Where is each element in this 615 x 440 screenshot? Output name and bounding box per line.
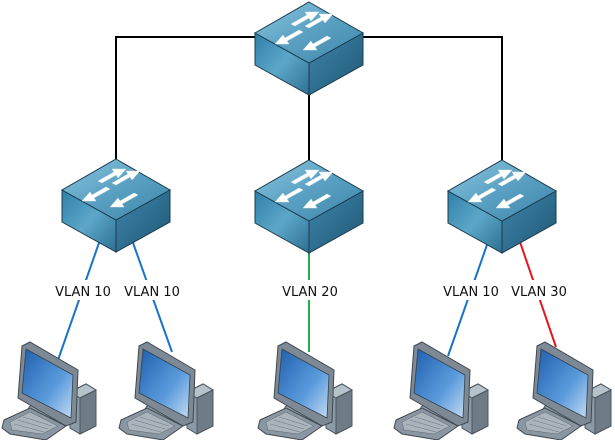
trunk-link-left <box>115 36 256 160</box>
trunk-links <box>115 36 503 162</box>
core-switch-icon[interactable] <box>254 1 364 96</box>
trunk-link-right <box>362 36 503 160</box>
computer-icon[interactable] <box>257 341 353 440</box>
switch-icon[interactable] <box>61 158 171 253</box>
vlan-label: VLAN 20 <box>282 285 338 300</box>
vlan-label: VLAN 30 <box>511 285 567 300</box>
computer-icon[interactable] <box>516 341 612 440</box>
vlan-label: VLAN 10 <box>443 285 499 300</box>
vlan-label: VLAN 10 <box>124 285 180 300</box>
computer-icon[interactable] <box>393 341 489 440</box>
computer-icon[interactable] <box>118 341 214 440</box>
vlan-label: VLAN 10 <box>55 285 111 300</box>
switch-icon[interactable] <box>447 159 557 254</box>
switch-icon[interactable] <box>254 159 364 254</box>
computer-icon[interactable] <box>1 341 97 440</box>
